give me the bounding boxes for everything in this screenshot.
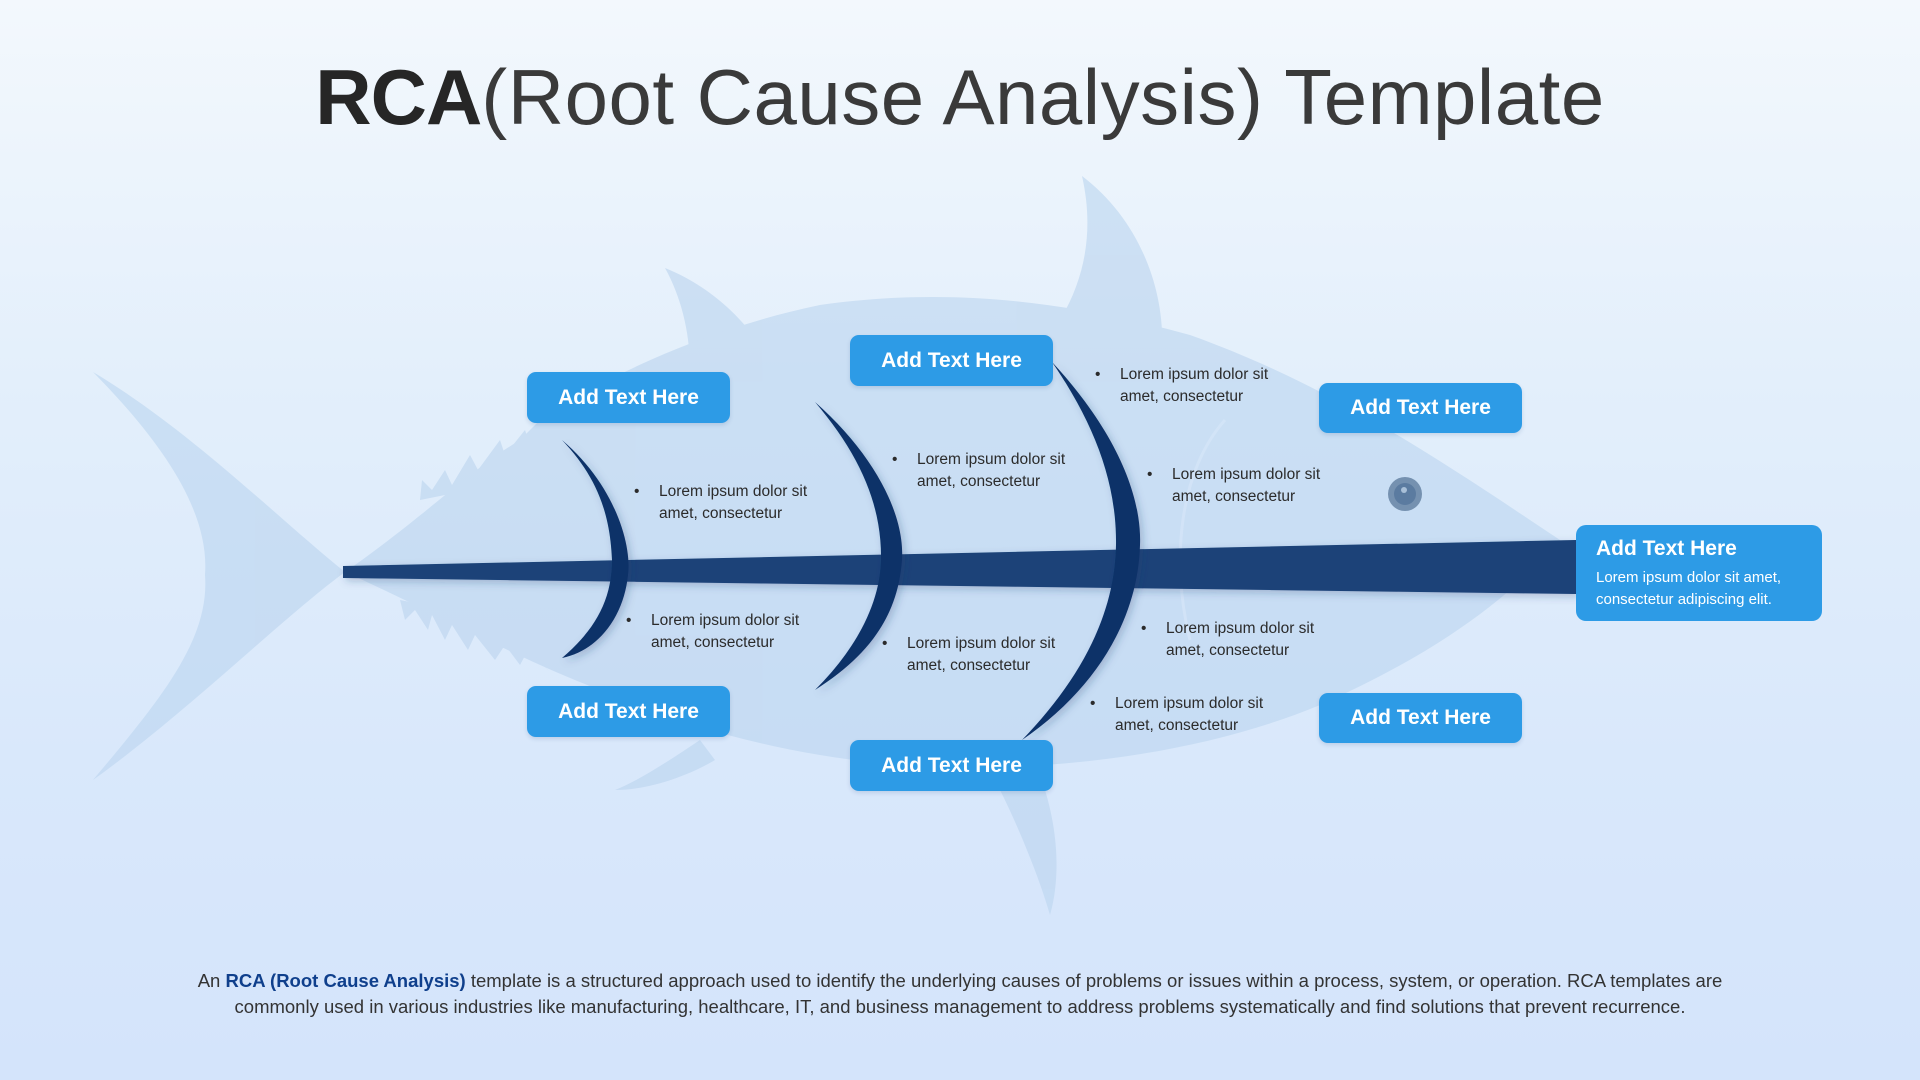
category-box-top-right[interactable]: Add Text Here — [1319, 383, 1522, 433]
gill-line — [1178, 418, 1227, 641]
problem-text: Lorem ipsum dolor sit amet, consectetur … — [1596, 569, 1782, 608]
bullet-icon: • — [892, 451, 898, 468]
problem-head-box[interactable]: Add Text Here Lorem ipsum dolor sit amet… — [1576, 525, 1822, 621]
bullet-icon: • — [626, 612, 632, 629]
category-box-top-left[interactable]: Add Text Here — [527, 372, 730, 423]
category-box-bottom-left[interactable]: Add Text Here — [527, 686, 730, 737]
bone-1 — [562, 440, 629, 658]
description: An RCA (Root Cause Analysis) template is… — [0, 968, 1920, 1020]
bone-3 — [1022, 362, 1141, 740]
bullet-icon: • — [1095, 366, 1101, 383]
spine — [343, 540, 1576, 594]
page-title: RCA(Root Cause Analysis) Template — [0, 52, 1920, 143]
title-rest: (Root Cause Analysis) Template — [481, 53, 1605, 141]
bullet-icon: • — [1147, 466, 1153, 483]
title-bold: RCA — [315, 53, 482, 141]
bullet-icon: • — [1090, 695, 1096, 712]
description-line-1: An RCA (Root Cause Analysis) template is… — [197, 970, 1723, 991]
category-box-bottom-right[interactable]: Add Text Here — [1319, 693, 1522, 743]
description-line-2: commonly used in various industries like… — [234, 996, 1686, 1017]
category-box-top-middle[interactable]: Add Text Here — [850, 335, 1053, 386]
bullet-icon: • — [634, 483, 640, 500]
bullet-icon: • — [1141, 620, 1147, 637]
bone-2 — [815, 402, 903, 690]
description-highlight: RCA (Root Cause Analysis) — [225, 970, 466, 991]
bullet-icon: • — [882, 635, 888, 652]
problem-title: Add Text Here — [1596, 537, 1737, 560]
category-box-bottom-middle[interactable]: Add Text Here — [850, 740, 1053, 791]
